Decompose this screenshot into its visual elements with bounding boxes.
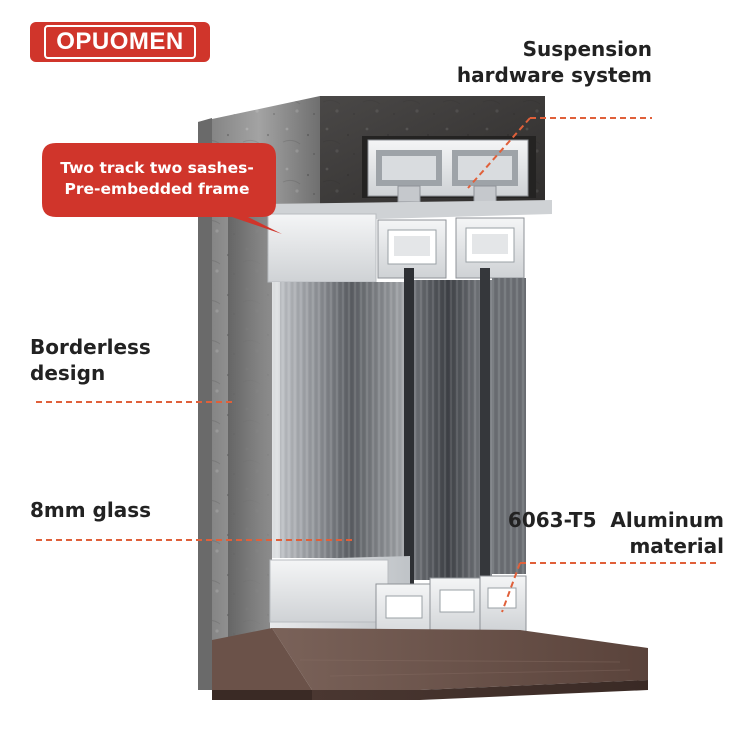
leader-lines [36,117,720,613]
callout-line-1: Two track two sashes- [60,159,254,177]
concrete-wall [198,96,320,690]
sash-top-profiles [377,217,525,279]
label-aluminum-line-2: material [629,534,724,558]
bottom-frame [269,556,527,649]
top-frame [262,200,552,283]
brand-logo: OPUOMEN [30,22,210,62]
brand-name: OPUOMEN [56,28,184,55]
label-aluminum-material: 6063-T5 Aluminum material [508,507,724,559]
wood-floor [212,628,648,700]
label-borderless-line-1: Borderless [30,335,151,359]
callout-text: Two track two sashes- Pre-embedded frame [46,158,268,200]
label-suspension-line-1: Suspension [522,37,652,61]
suspension-track-profile [367,139,529,203]
label-borderless-design: Borderless design [30,334,151,386]
brand-logo-frame: OPUOMEN [44,25,196,59]
glass-panels [272,268,526,608]
label-borderless-line-2: design [30,361,106,385]
callout-line-2: Pre-embedded frame [64,180,250,198]
label-glass: 8mm glass [30,497,151,523]
label-glass-text: 8mm glass [30,498,152,522]
label-suspension-hardware: Suspension hardware system [457,36,652,88]
leader-line-aluminum-diagonal [501,562,521,613]
callout-bubble [42,143,282,234]
leader-line-suspension-diagonal [467,117,531,189]
label-suspension-line-2: hardware system [456,63,652,87]
label-aluminum-line-1: 6063-T5 Aluminum [507,508,724,532]
